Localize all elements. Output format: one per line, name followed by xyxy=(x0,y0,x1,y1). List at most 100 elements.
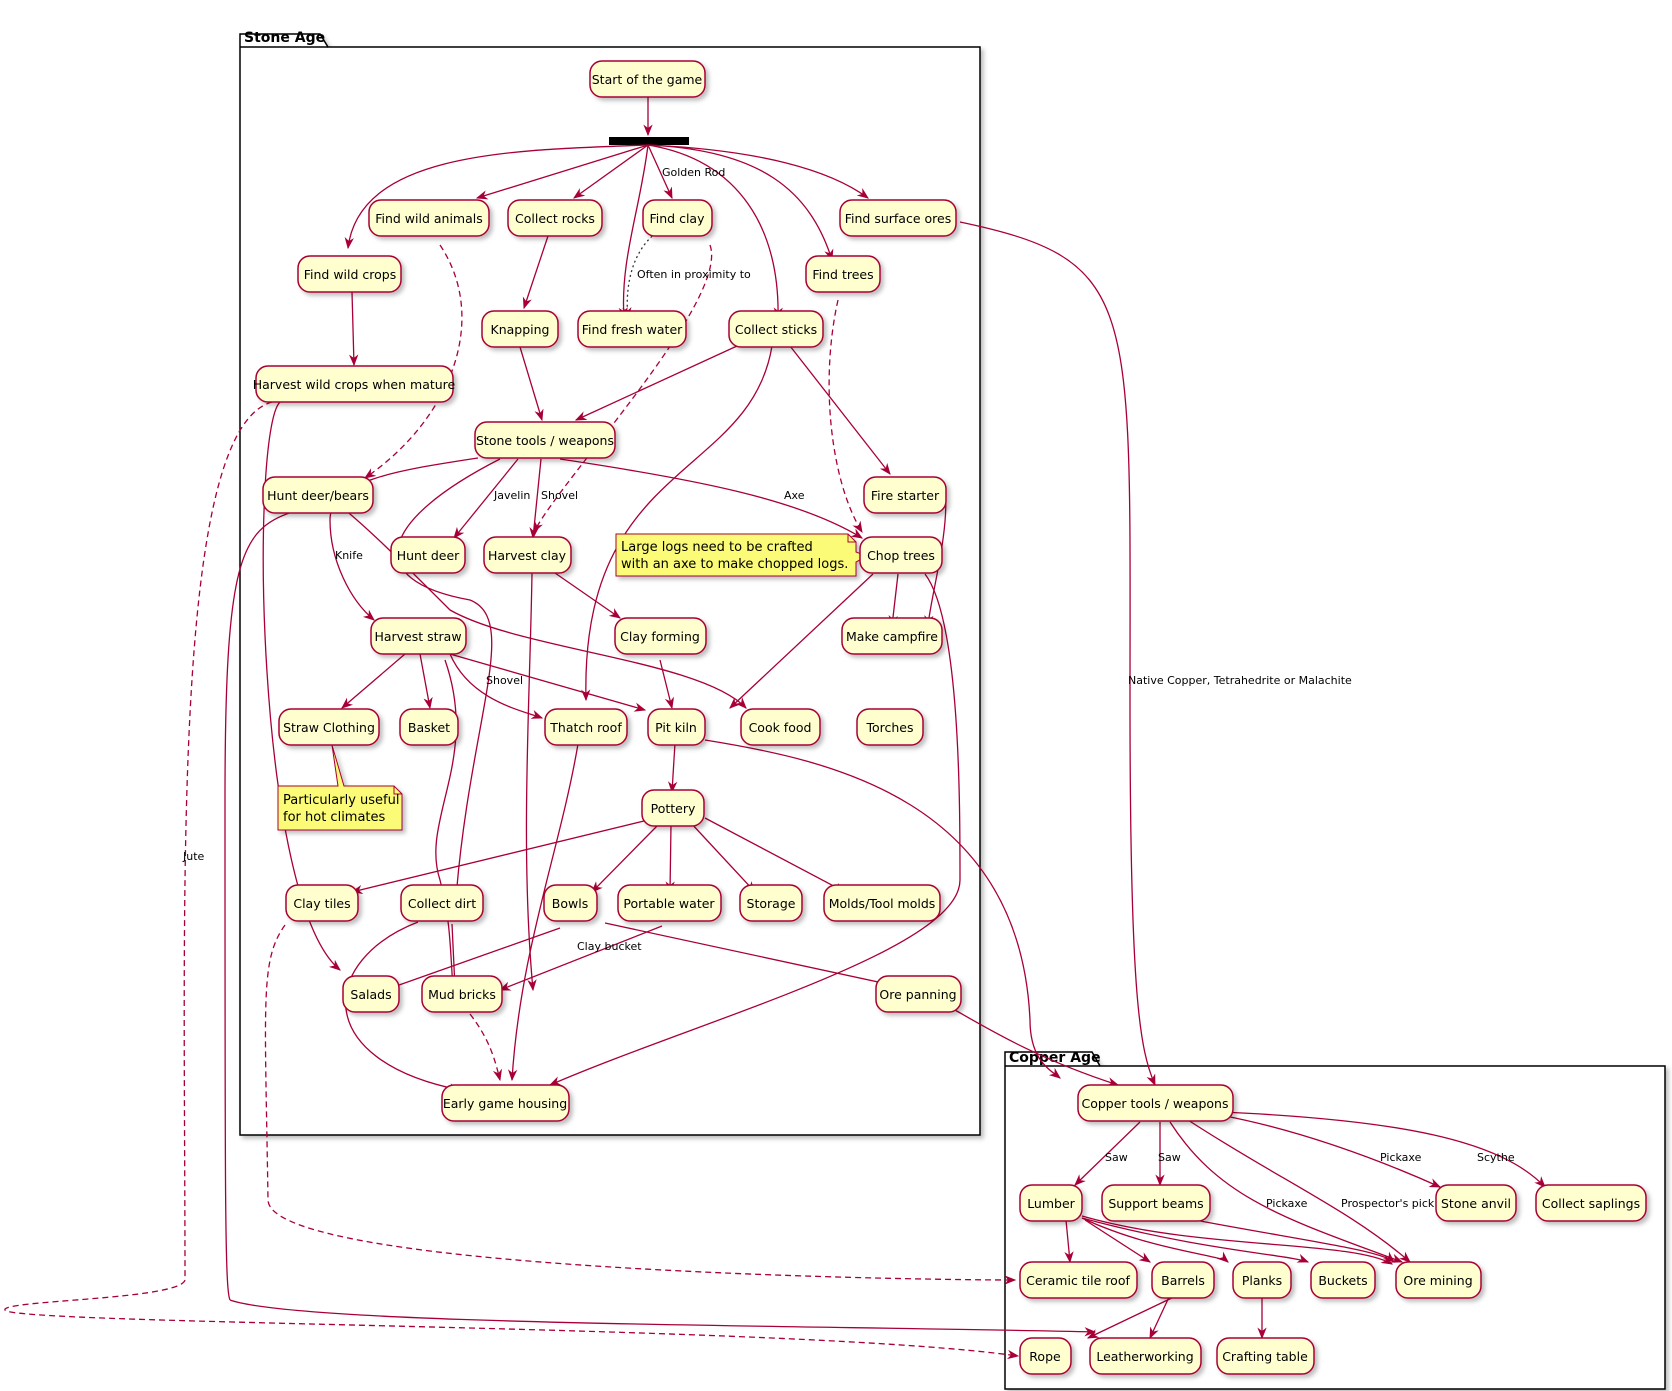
node-stone-tools: Stone tools / weapons xyxy=(474,421,616,459)
node-collect-sticks: Collect sticks xyxy=(728,310,824,348)
edge-label: Shovel xyxy=(486,674,523,687)
node-find-surface-ores: Find surface ores xyxy=(839,199,957,237)
edge-label: Prospector's pick xyxy=(1341,1197,1435,1210)
node-label: Stone anvil xyxy=(1441,1196,1511,1211)
edge xyxy=(591,824,659,893)
node-mud-bricks: Mud bricks xyxy=(421,975,503,1013)
package-stone-age: Stone Age xyxy=(239,30,981,1136)
edge xyxy=(704,739,1061,1079)
edge xyxy=(1169,1121,1404,1263)
edge xyxy=(341,653,406,709)
edge-label: Saw xyxy=(1158,1151,1181,1164)
node-harvest-clay: Harvest clay xyxy=(483,536,572,574)
node-label: Storage xyxy=(747,896,796,911)
node-label: Basket xyxy=(408,720,450,735)
node-label: Salads xyxy=(350,987,391,1002)
edge xyxy=(1086,1294,1179,1339)
note-line: Particularly useful xyxy=(283,793,399,808)
node-find-wild-animals: Find wild animals xyxy=(368,199,490,237)
edge xyxy=(1064,1219,1074,1264)
node-label: Start of the game xyxy=(592,72,703,87)
edge-dashed xyxy=(469,1013,502,1082)
node-harvest-straw: Harvest straw xyxy=(370,617,467,655)
node-portable-water: Portable water xyxy=(617,884,722,922)
edge xyxy=(329,497,747,709)
fork-bar xyxy=(609,137,689,145)
node-make-campfire: Make campfire xyxy=(841,617,943,655)
node-label: Rope xyxy=(1029,1349,1061,1364)
node-chop-trees: Chop trees xyxy=(859,536,943,574)
node-lumber: Lumber xyxy=(1019,1184,1083,1222)
edge-label: Clay bucket xyxy=(577,940,642,953)
node-label: Mud bricks xyxy=(428,987,496,1002)
edge xyxy=(1081,1215,1394,1265)
edge xyxy=(667,742,678,794)
edge xyxy=(559,458,863,539)
node-label: Collect rocks xyxy=(515,211,595,226)
node-support-beams: Support beams xyxy=(1101,1184,1211,1222)
node-label: Fire starter xyxy=(871,488,940,503)
node-label: Ore mining xyxy=(1403,1273,1472,1288)
node-label: Thatch roof xyxy=(549,720,622,735)
node-thatch-roof: Thatch roof xyxy=(544,708,628,746)
node-label: Straw Clothing xyxy=(283,720,375,735)
node-planks: Planks xyxy=(1232,1261,1292,1299)
edge xyxy=(1081,1217,1310,1263)
edge xyxy=(574,345,738,421)
node-label: Stone tools / weapons xyxy=(476,433,614,448)
node-molds: Molds/Tool molds xyxy=(823,884,941,922)
edge xyxy=(229,1299,1097,1337)
node-clay-forming: Clay forming xyxy=(614,617,707,655)
edges xyxy=(4,97,1546,1360)
edge xyxy=(789,345,891,475)
node-barrels: Barrels xyxy=(1151,1261,1215,1299)
edge-dotted xyxy=(622,229,661,320)
node-label: Harvest wild crops when mature xyxy=(253,377,456,392)
edge xyxy=(729,573,874,709)
node-ore-mining: Ore mining xyxy=(1395,1261,1482,1299)
node-label: Clay tiles xyxy=(293,896,350,911)
edge-label: Javelin xyxy=(493,489,530,502)
edge xyxy=(344,144,649,250)
node-label: Ore panning xyxy=(879,987,956,1002)
node-leatherworking: Leatherworking xyxy=(1089,1337,1202,1375)
edge xyxy=(1081,1217,1229,1263)
nodes: Start of the game Find wild animals Coll… xyxy=(253,60,1647,1375)
node-basket: Basket xyxy=(399,708,459,746)
node-label: Hunt deer/bears xyxy=(267,488,369,503)
node-clay-tiles: Clay tiles xyxy=(285,884,359,922)
package-copper-age: Copper Age xyxy=(1004,1050,1666,1390)
node-label: Harvest straw xyxy=(374,629,461,644)
edge xyxy=(959,221,1156,1087)
edge-label: Axe xyxy=(784,489,805,502)
edge xyxy=(1084,1219,1151,1263)
note-line: with an axe to make chopped logs. xyxy=(621,557,848,572)
node-label: Molds/Tool molds xyxy=(829,896,936,911)
edge xyxy=(449,653,544,719)
edge xyxy=(647,144,834,262)
node-label: Find clay xyxy=(650,211,706,226)
edge xyxy=(1219,1114,1442,1188)
edge-labels: Golden Rod Often in proximity to Javelin… xyxy=(182,166,1515,1210)
note-line: for hot climates xyxy=(283,810,386,825)
edge-label: Pickaxe xyxy=(1380,1151,1422,1164)
node-crafting-table: Crafting table xyxy=(1216,1337,1315,1375)
edge xyxy=(647,144,869,199)
edge xyxy=(554,572,621,619)
package-title-copper-age: Copper Age xyxy=(1009,1050,1101,1066)
edge xyxy=(689,821,756,893)
node-label: Bowls xyxy=(552,896,588,911)
node-early-housing: Early game housing xyxy=(441,1084,570,1122)
node-label: Find wild animals xyxy=(375,211,483,226)
node-label: Find surface ores xyxy=(845,211,951,226)
edge xyxy=(498,925,663,991)
node-label: Ceramic tile roof xyxy=(1026,1273,1130,1288)
node-label: Pit kiln xyxy=(655,720,697,735)
edge xyxy=(519,346,544,422)
edge-dashed xyxy=(364,244,463,479)
node-label: Copper tools / weapons xyxy=(1082,1096,1229,1111)
node-label: Find wild crops xyxy=(304,267,397,282)
node-label: Torches xyxy=(865,720,913,735)
edge xyxy=(522,235,549,310)
